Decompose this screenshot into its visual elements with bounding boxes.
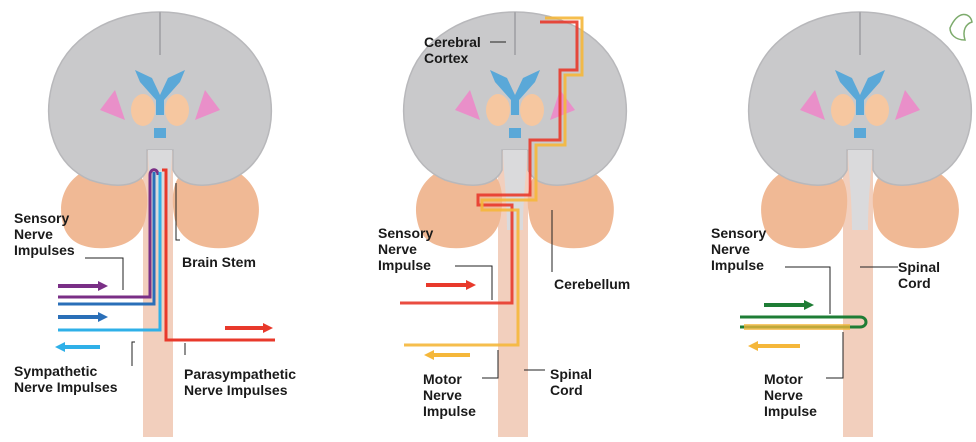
label-sensory-nerve-impulse-2: Sensory Nerve Impulse <box>378 225 433 273</box>
label-motor-nerve-impulse-2: Motor Nerve Impulse <box>423 371 476 419</box>
label-motor-nerve-impulse-3: Motor Nerve Impulse <box>764 371 817 419</box>
corner-sketch-icon <box>950 14 972 40</box>
label-sympathetic-nerve-impulses: Sympathetic Nerve Impulses <box>14 363 118 395</box>
label-sensory-nerve-impulse-3: Sensory Nerve Impulse <box>711 225 766 273</box>
label-cerebral-cortex: Cerebral Cortex <box>424 34 481 66</box>
label-spinal-cord-2: Spinal Cord <box>550 366 592 398</box>
label-spinal-cord-3: Spinal Cord <box>898 259 940 291</box>
label-sensory-nerve-impulses: Sensory Nerve Impulses <box>14 210 75 258</box>
label-brain-stem: Brain Stem <box>182 254 256 270</box>
label-cerebellum: Cerebellum <box>554 276 630 292</box>
label-parasympathetic-nerve-impulses: Parasympathetic Nerve Impulses <box>184 366 296 398</box>
